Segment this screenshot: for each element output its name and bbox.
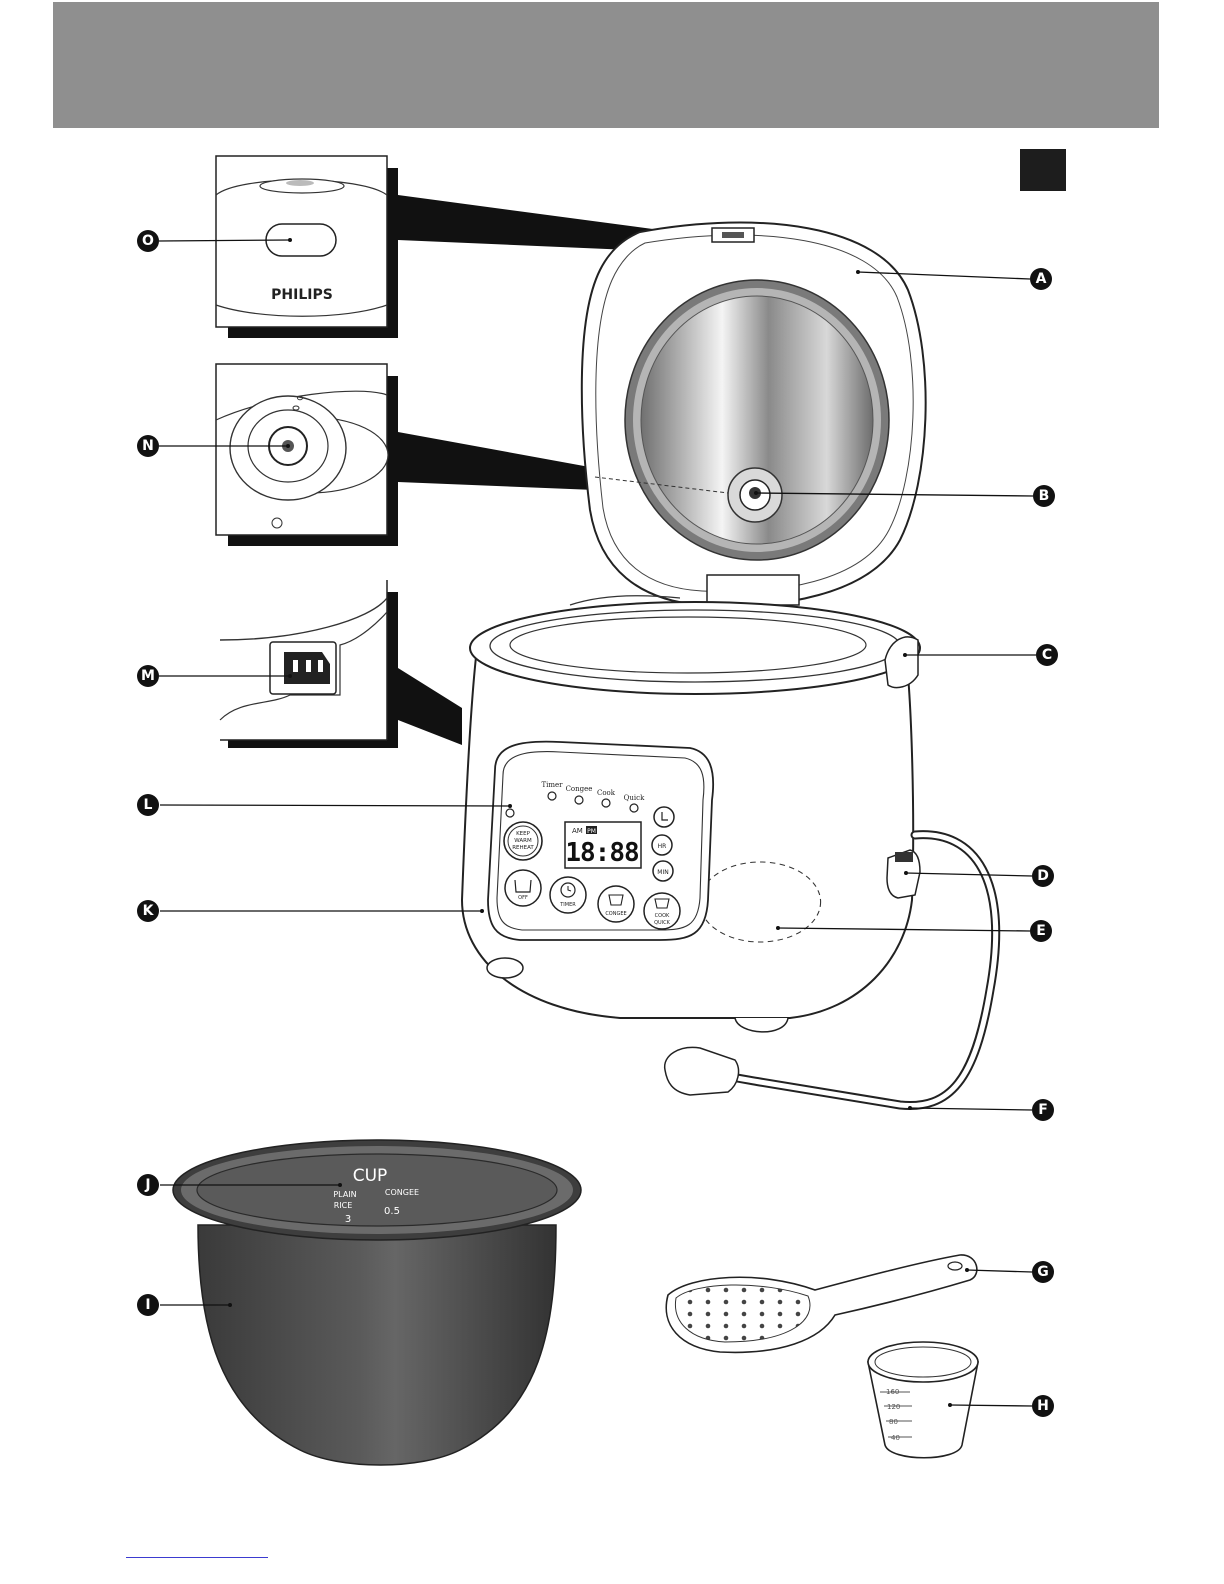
detail-box-power-socket — [220, 580, 462, 748]
min-button-label: MIN — [657, 869, 668, 876]
callout-e: E — [1030, 920, 1052, 942]
indicator-cook-label: Cook — [597, 789, 616, 797]
svg-text:F: F — [1038, 1102, 1048, 1118]
philips-logo: PHILIPS — [271, 287, 333, 303]
svg-text:D: D — [1037, 868, 1049, 884]
indicator-timer-label: Timer — [541, 781, 563, 789]
display-am: AM — [572, 827, 583, 835]
display-time: 18:88 — [565, 838, 639, 868]
svg-text:E: E — [1036, 923, 1046, 939]
svg-text:G: G — [1037, 1264, 1049, 1280]
svg-text:M: M — [141, 668, 155, 684]
svg-text:A: A — [1036, 271, 1047, 287]
callout-m: M — [137, 665, 159, 687]
callout-d: D — [1032, 865, 1054, 887]
callout-n: N — [137, 435, 159, 457]
callout-j: J — [137, 1174, 159, 1196]
pot-cup-label: CUP — [353, 1166, 388, 1186]
rice-spatula — [666, 1255, 977, 1352]
keep-warm-label-2: WARM — [514, 838, 532, 844]
callout-f: F — [1032, 1099, 1054, 1121]
svg-text:K: K — [143, 903, 155, 919]
pot-rice-label: RICE — [334, 1201, 353, 1210]
callout-b: B — [1033, 485, 1055, 507]
callout-g: G — [1032, 1261, 1054, 1283]
pot-congee-label: CONGEE — [385, 1188, 419, 1197]
pot-plain-label: PLAIN — [333, 1190, 356, 1199]
callout-l: L — [137, 794, 159, 816]
indicator-congee-label: Congee — [566, 785, 593, 793]
inner-pot: CUP PLAIN RICE 3 CONGEE 0.5 — [173, 1140, 581, 1465]
pot-congee-value: 0.5 — [384, 1206, 400, 1217]
cook-quick-label-2: QUICK — [654, 920, 671, 926]
callout-a: A — [1030, 268, 1052, 290]
callout-o: O — [137, 230, 159, 252]
svg-text:C: C — [1042, 647, 1052, 663]
cup-mark-160: 160 — [886, 1388, 899, 1396]
cup-mark-80: 80 — [889, 1418, 898, 1426]
display-pm: PM — [587, 828, 596, 835]
congee-button-label: CONGEE — [605, 911, 626, 917]
pot-plain-rice-value: 3 — [345, 1214, 351, 1225]
callout-k: K — [137, 900, 159, 922]
svg-text:H: H — [1037, 1398, 1049, 1414]
detail-box-steam-vent — [216, 364, 595, 546]
indicator-quick-label: Quick — [624, 794, 645, 802]
measuring-cup: 160 120 80 40 — [868, 1342, 978, 1458]
svg-text:N: N — [142, 438, 154, 454]
svg-text:B: B — [1039, 488, 1050, 504]
svg-text:O: O — [142, 233, 154, 249]
timer-button-label: TIMER — [559, 902, 576, 908]
keep-warm-label-1: KEEP — [516, 831, 531, 837]
svg-text:J: J — [144, 1177, 150, 1193]
keep-warm-label-3: REHEAT — [512, 845, 534, 851]
off-button-label: OFF — [518, 895, 528, 901]
callout-h: H — [1032, 1395, 1054, 1417]
cook-quick-label-1: COOK — [655, 913, 670, 919]
callout-i: I — [137, 1294, 159, 1316]
callout-c: C — [1036, 644, 1058, 666]
cup-mark-120: 120 — [887, 1403, 900, 1411]
rice-cooker — [462, 223, 996, 1106]
control-panel: Timer Congee Cook Quick AM PM 18:88 KEEP… — [488, 742, 713, 940]
cup-mark-40: 40 — [891, 1434, 900, 1442]
bottom-link-rule — [126, 1557, 268, 1558]
hr-button-label: HR — [658, 843, 667, 850]
svg-text:L: L — [144, 797, 153, 813]
svg-text:I: I — [145, 1297, 150, 1313]
